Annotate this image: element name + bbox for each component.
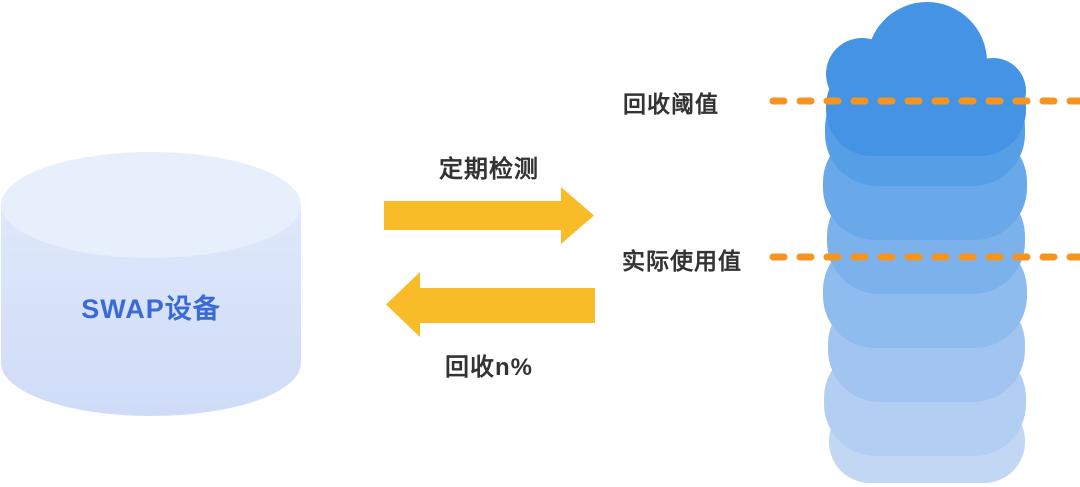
cloud-icon	[820, 0, 1035, 160]
detect-arrow-label: 定期检测	[439, 156, 539, 183]
reclaim-arrow-label: 回收n%	[445, 354, 533, 381]
cylinder-body	[1, 205, 301, 416]
left-arrow-icon	[386, 272, 595, 337]
right-arrow-icon	[384, 187, 594, 244]
reclaim-threshold-label: 回收阈值	[623, 91, 719, 117]
actual-usage-label: 实际使用值	[622, 248, 742, 274]
detect-arrow	[384, 187, 594, 244]
swap-device: SWAP设备	[1, 152, 301, 416]
reclaim-arrow	[386, 272, 595, 337]
cylinder-top-ellipse	[1, 152, 301, 258]
swap-device-label: SWAP设备	[81, 294, 221, 324]
cylinder-shape	[1, 152, 301, 416]
cloud-body	[826, 60, 1026, 156]
memory-stack	[820, 0, 1035, 487]
